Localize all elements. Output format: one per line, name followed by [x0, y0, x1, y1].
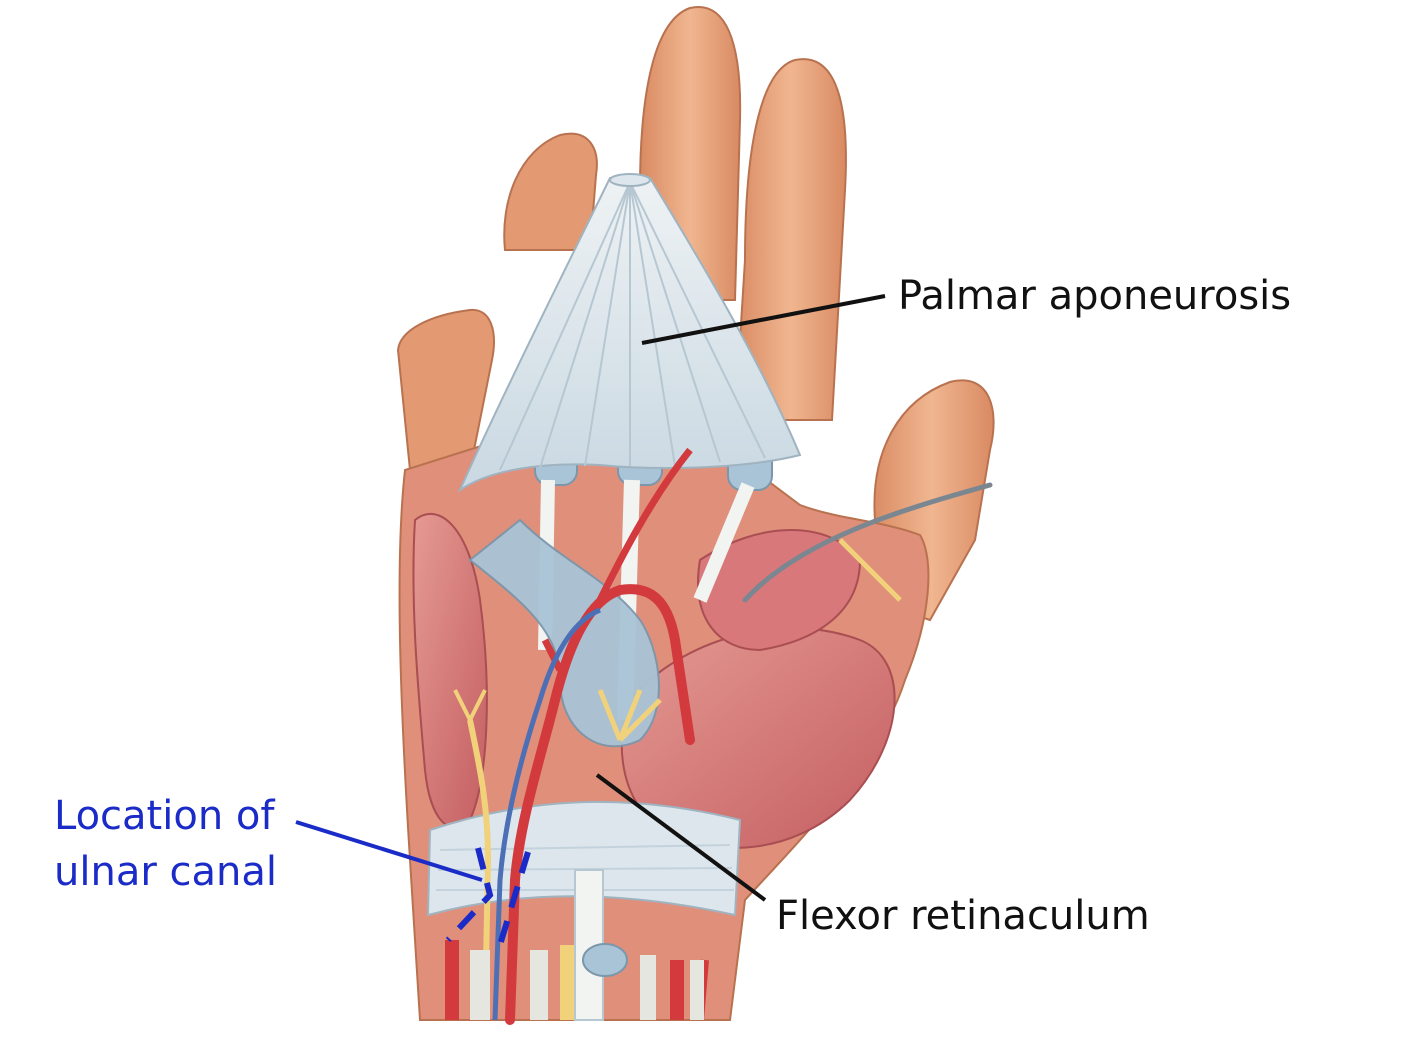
label-flexor-retinaculum: Flexor retinaculum: [776, 893, 1150, 939]
wrist-structures: [445, 940, 704, 1020]
leader-line-flexor-retinaculum: [595, 773, 767, 902]
label-ulnar-canal: Location of ulnar canal: [54, 788, 277, 900]
label-ulnar-canal-line1: Location of: [54, 793, 275, 839]
median-nerve-branches: [597, 689, 662, 742]
ulnar-nerve: [467, 719, 492, 1021]
nerve-branch-1: [453, 689, 487, 721]
label-palmar-aponeurosis: Palmar aponeurosis: [898, 273, 1292, 319]
leader-line-palmar-aponeurosis: [641, 294, 886, 345]
ulnar-artery: [505, 584, 695, 1025]
leader-line-ulnar-canal: [295, 820, 483, 882]
ulnar-canal-marker: [445, 847, 531, 946]
lumbrical-area: [697, 529, 862, 652]
ring-finger: [733, 58, 847, 421]
retractor-probe: [742, 482, 993, 603]
digital-nerve-thumb: [838, 538, 902, 602]
label-ulnar-canal-line2: ulnar canal: [54, 849, 277, 895]
ulnar-vein: [492, 607, 602, 1021]
thumb-stump: [396, 308, 495, 471]
superficial-arch-branch-1: [596, 447, 693, 602]
palmar-aponeurosis-shape: [457, 173, 802, 493]
superficial-arch-branch-2: [541, 638, 564, 672]
index-finger-stump: [503, 132, 598, 251]
flexor-tendon-3: [693, 482, 755, 603]
midpalmar-bursa: [468, 518, 660, 748]
